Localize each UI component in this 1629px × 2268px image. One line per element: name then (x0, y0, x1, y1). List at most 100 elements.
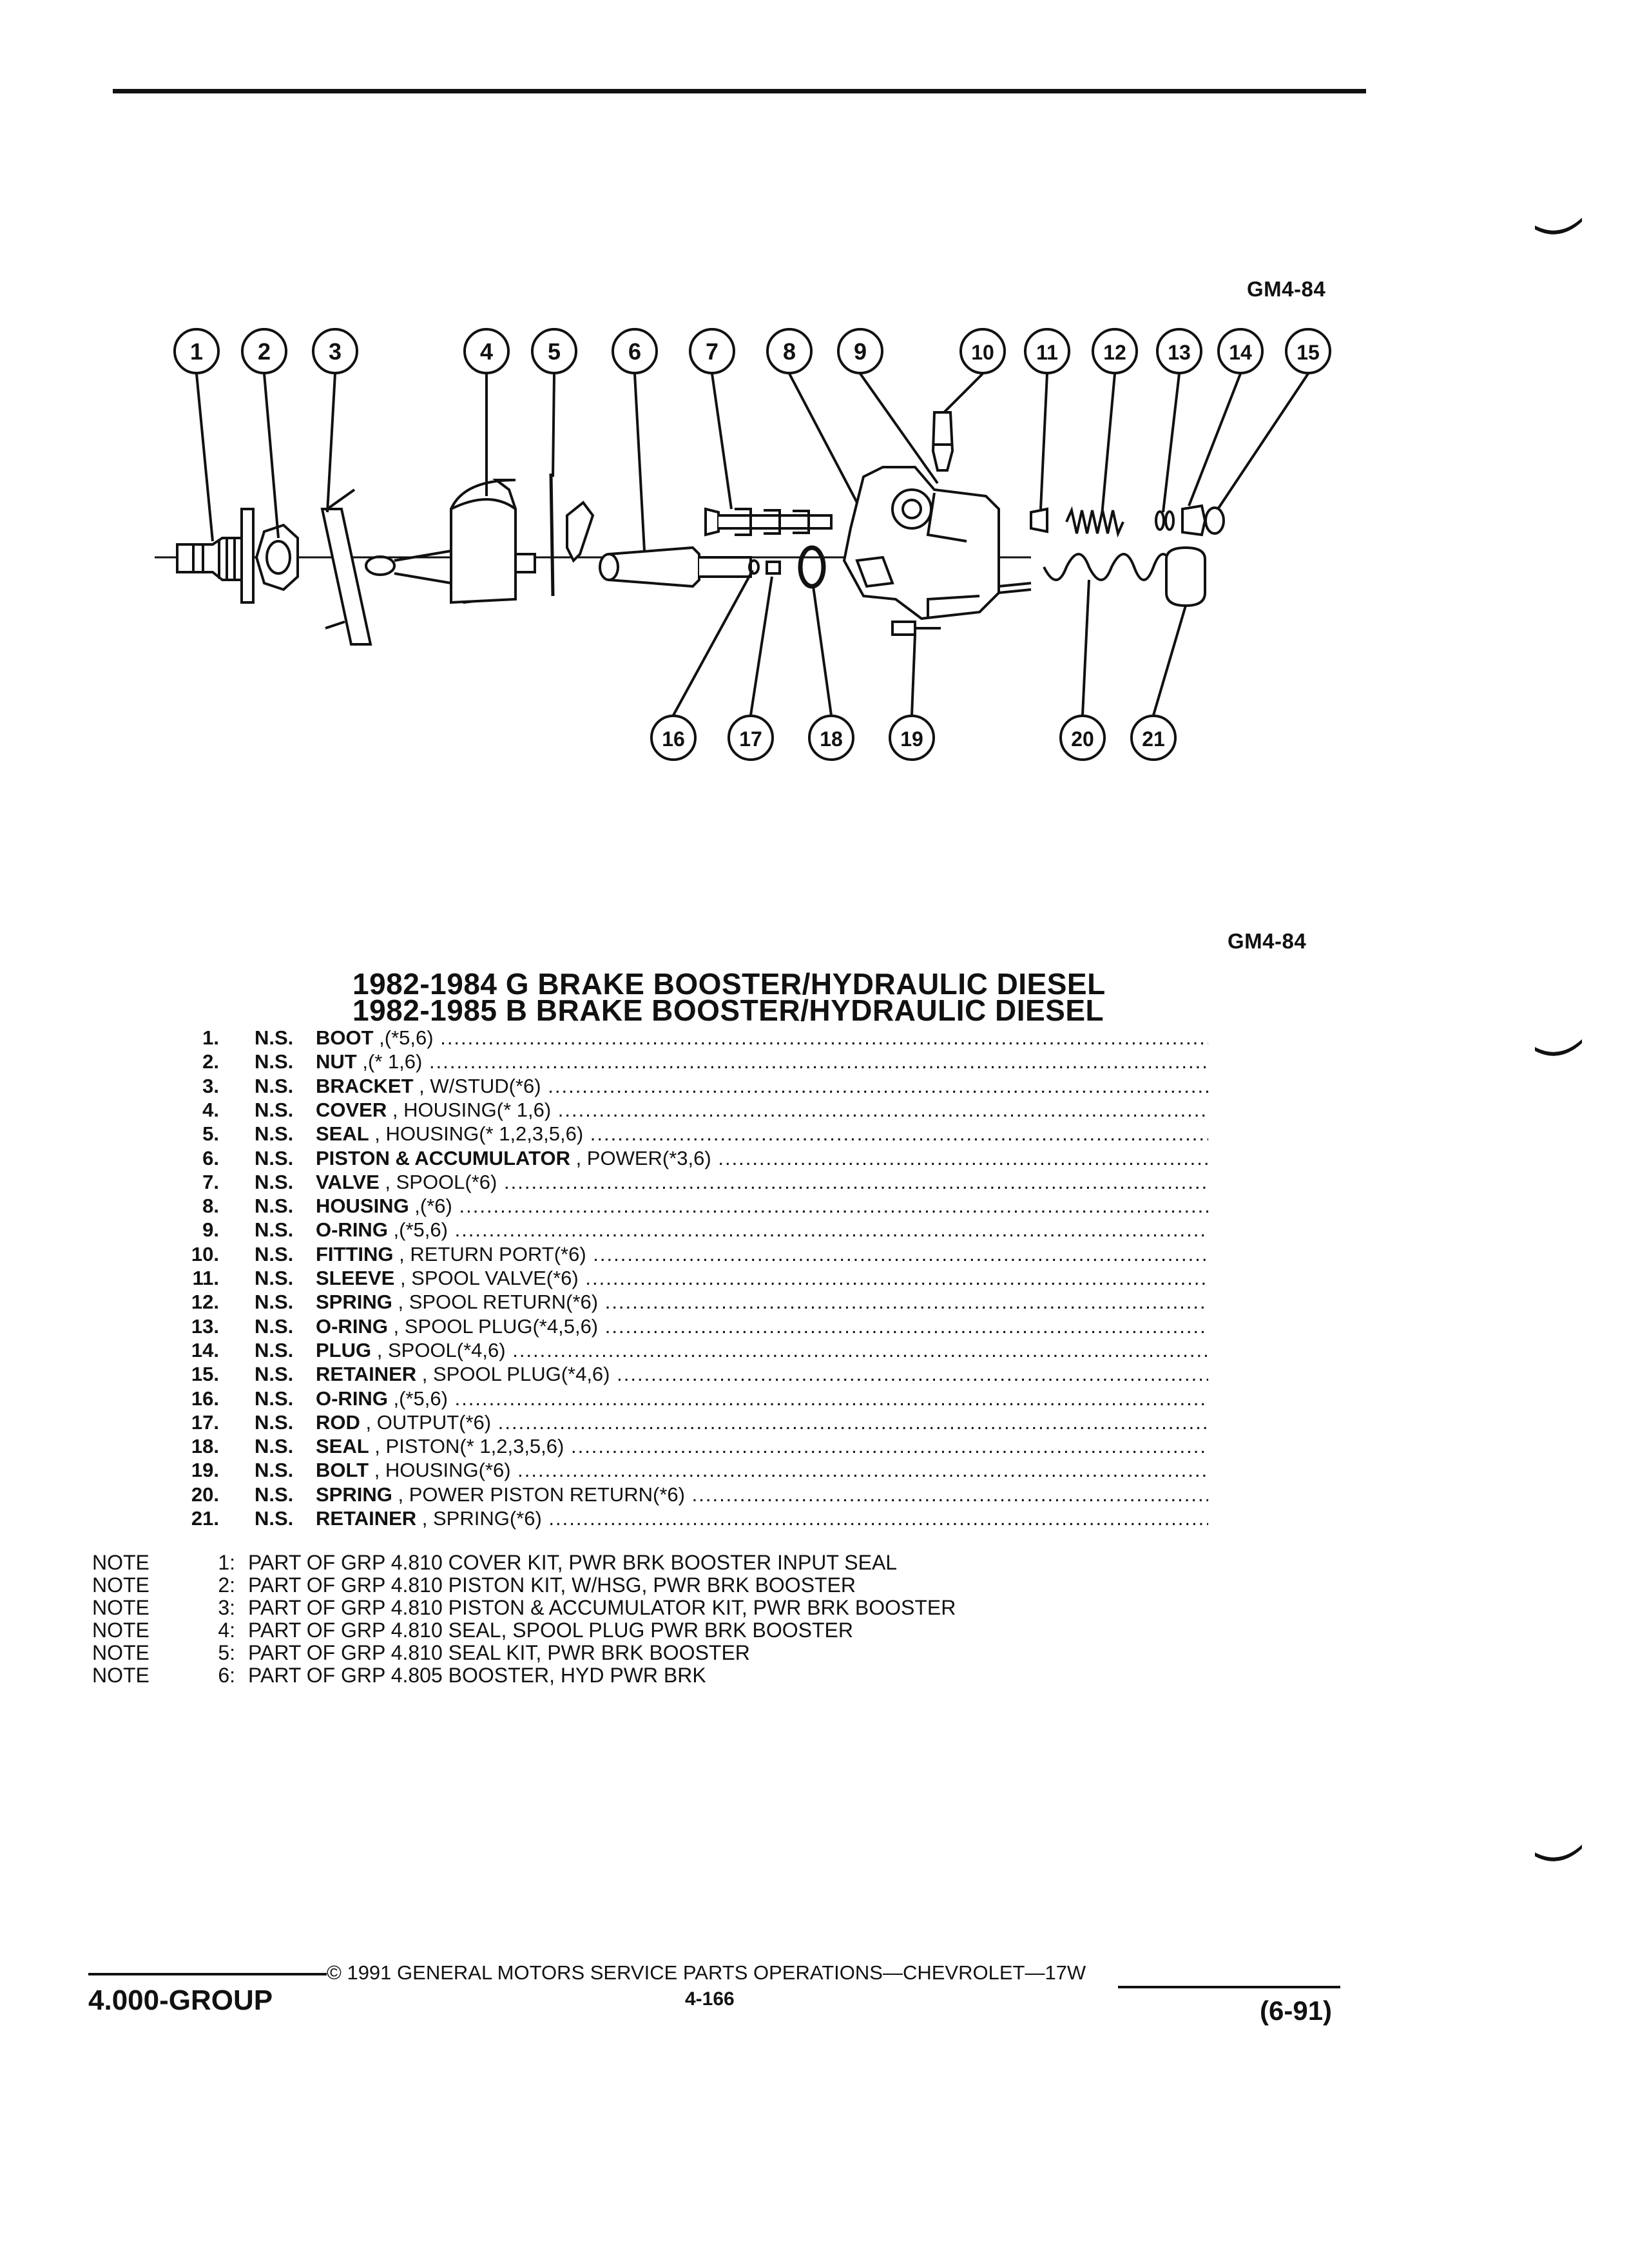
part-name: SPRING (316, 1291, 392, 1314)
callout-1: 1 (173, 328, 220, 374)
part-ns: N.S. (255, 1218, 294, 1242)
part-number: 14. (191, 1338, 219, 1361)
part-description: BRACKET , W/STUD(*6) (316, 1075, 1208, 1098)
svg-text:14: 14 (1229, 341, 1252, 364)
note-number: 4: (218, 1619, 235, 1642)
part-description: SEAL , HOUSING(* 1,2,3,5,6) (316, 1122, 1208, 1146)
part-detail: ,(*6) (409, 1195, 452, 1218)
part-number: 5. (202, 1122, 219, 1146)
part-number: 2. (202, 1050, 219, 1073)
part-name: SLEEVE (316, 1267, 395, 1289)
scan-mark-1 (1535, 218, 1582, 235)
footer-rule-right (1118, 1986, 1340, 1988)
callout-9: 9 (837, 328, 883, 374)
scan-mark-2 (1535, 1039, 1582, 1056)
svg-text:13: 13 (1168, 341, 1191, 364)
part-ns: N.S. (255, 1074, 294, 1097)
note-text: PART OF GRP 4.805 BOOSTER, HYD PWR BRK (248, 1664, 706, 1687)
part-detail: ,(* 1,6) (356, 1050, 423, 1073)
part-number: 19. (191, 1459, 219, 1482)
note-text: PART OF GRP 4.810 COVER KIT, PWR BRK BOO… (248, 1551, 898, 1574)
note-number: 1: (218, 1551, 235, 1574)
part-name: VALVE (316, 1170, 380, 1193)
scan-mark-3 (1535, 1845, 1582, 1861)
callout-17: 17 (728, 715, 774, 761)
part-name: BRACKET (316, 1074, 414, 1097)
svg-text:1: 1 (190, 338, 203, 365)
part-name: COVER (316, 1098, 387, 1121)
part-detail: , HOUSING(* 1,6) (387, 1098, 552, 1121)
part-name: RETAINER (316, 1507, 417, 1530)
part-name: ROD (316, 1410, 360, 1434)
part-name: FITTING (316, 1242, 394, 1265)
part-ns: N.S. (255, 1507, 294, 1530)
part-detail: , HOUSING(* 1,2,3,5,6) (369, 1122, 584, 1146)
part-name: RETAINER (316, 1363, 417, 1386)
part-ns: N.S. (255, 1410, 294, 1434)
part-description: O-RING ,(*5,6) (316, 1218, 1208, 1242)
callout-2: 2 (241, 328, 287, 374)
part-number: 16. (191, 1387, 219, 1410)
part-ns: N.S. (255, 1242, 294, 1265)
note-label: NOTE (92, 1573, 149, 1597)
callout-20: 20 (1059, 715, 1106, 761)
callout-19: 19 (889, 715, 935, 761)
part-name: PISTON & ACCUMULATOR (316, 1146, 570, 1169)
part-description: RETAINER , SPRING(*6) (316, 1507, 1208, 1530)
part-description: ROD , OUTPUT(*6) (316, 1411, 1208, 1434)
part-description: FITTING , RETURN PORT(*6) (316, 1243, 1208, 1266)
part-description: SPRING , SPOOL RETURN(*6) (316, 1291, 1208, 1314)
svg-text:3: 3 (329, 338, 342, 365)
part-ns: N.S. (255, 1435, 294, 1458)
part-name: O-RING (316, 1314, 388, 1338)
callout-3: 3 (312, 328, 358, 374)
part-number: 3. (202, 1074, 219, 1097)
part-name: O-RING (316, 1218, 388, 1242)
part-number: 9. (202, 1218, 219, 1242)
svg-text:20: 20 (1071, 727, 1094, 751)
part-detail: , W/STUD(*6) (413, 1074, 541, 1097)
part-ns: N.S. (255, 1387, 294, 1410)
part-description: SPRING , POWER PISTON RETURN(*6) (316, 1483, 1208, 1506)
note-number: 6: (218, 1664, 235, 1687)
part-number: 15. (191, 1363, 219, 1386)
part-seal-housing (549, 473, 555, 597)
svg-text:6: 6 (628, 338, 641, 365)
part-detail: , SPOOL VALVE(*6) (394, 1267, 579, 1289)
part-description: HOUSING ,(*6) (316, 1195, 1208, 1218)
note-label: NOTE (92, 1664, 149, 1687)
part-ns: N.S. (255, 1483, 294, 1506)
part-name: SPRING (316, 1483, 392, 1506)
note-text: PART OF GRP 4.810 PISTON & ACCUMULATOR K… (248, 1596, 956, 1619)
callout-7: 7 (689, 328, 735, 374)
part-number: 1. (202, 1026, 219, 1049)
part-number: 13. (191, 1314, 219, 1338)
part-name: PLUG (316, 1338, 372, 1361)
part-piston-accumulator (566, 501, 752, 588)
svg-text:17: 17 (739, 727, 762, 751)
note-number: 3: (218, 1596, 235, 1619)
svg-text:4: 4 (480, 338, 493, 365)
part-number: 8. (202, 1195, 219, 1218)
part-cover (365, 476, 536, 604)
callout-18: 18 (808, 715, 854, 761)
part-detail: , RETURN PORT(*6) (393, 1242, 586, 1265)
part-name: O-RING (316, 1387, 388, 1410)
part-detail: , SPOOL(*6) (379, 1170, 497, 1193)
part-name: HOUSING (316, 1195, 409, 1218)
part-description: BOOT ,(*5,6) (316, 1026, 1208, 1050)
part-ns: N.S. (255, 1170, 294, 1193)
part-description: BOLT , HOUSING(*6) (316, 1459, 1208, 1482)
svg-text:9: 9 (854, 338, 867, 365)
footer-group: 4.000-GROUP (88, 1984, 273, 2016)
part-number: 12. (191, 1291, 219, 1314)
part-description: PISTON & ACCUMULATOR , POWER(*3,6) (316, 1147, 1208, 1170)
callout-5: 5 (531, 328, 577, 374)
part-ns: N.S. (255, 1050, 294, 1073)
callout-16: 16 (650, 715, 697, 761)
svg-text:8: 8 (783, 338, 796, 365)
part-number: 21. (191, 1507, 219, 1530)
